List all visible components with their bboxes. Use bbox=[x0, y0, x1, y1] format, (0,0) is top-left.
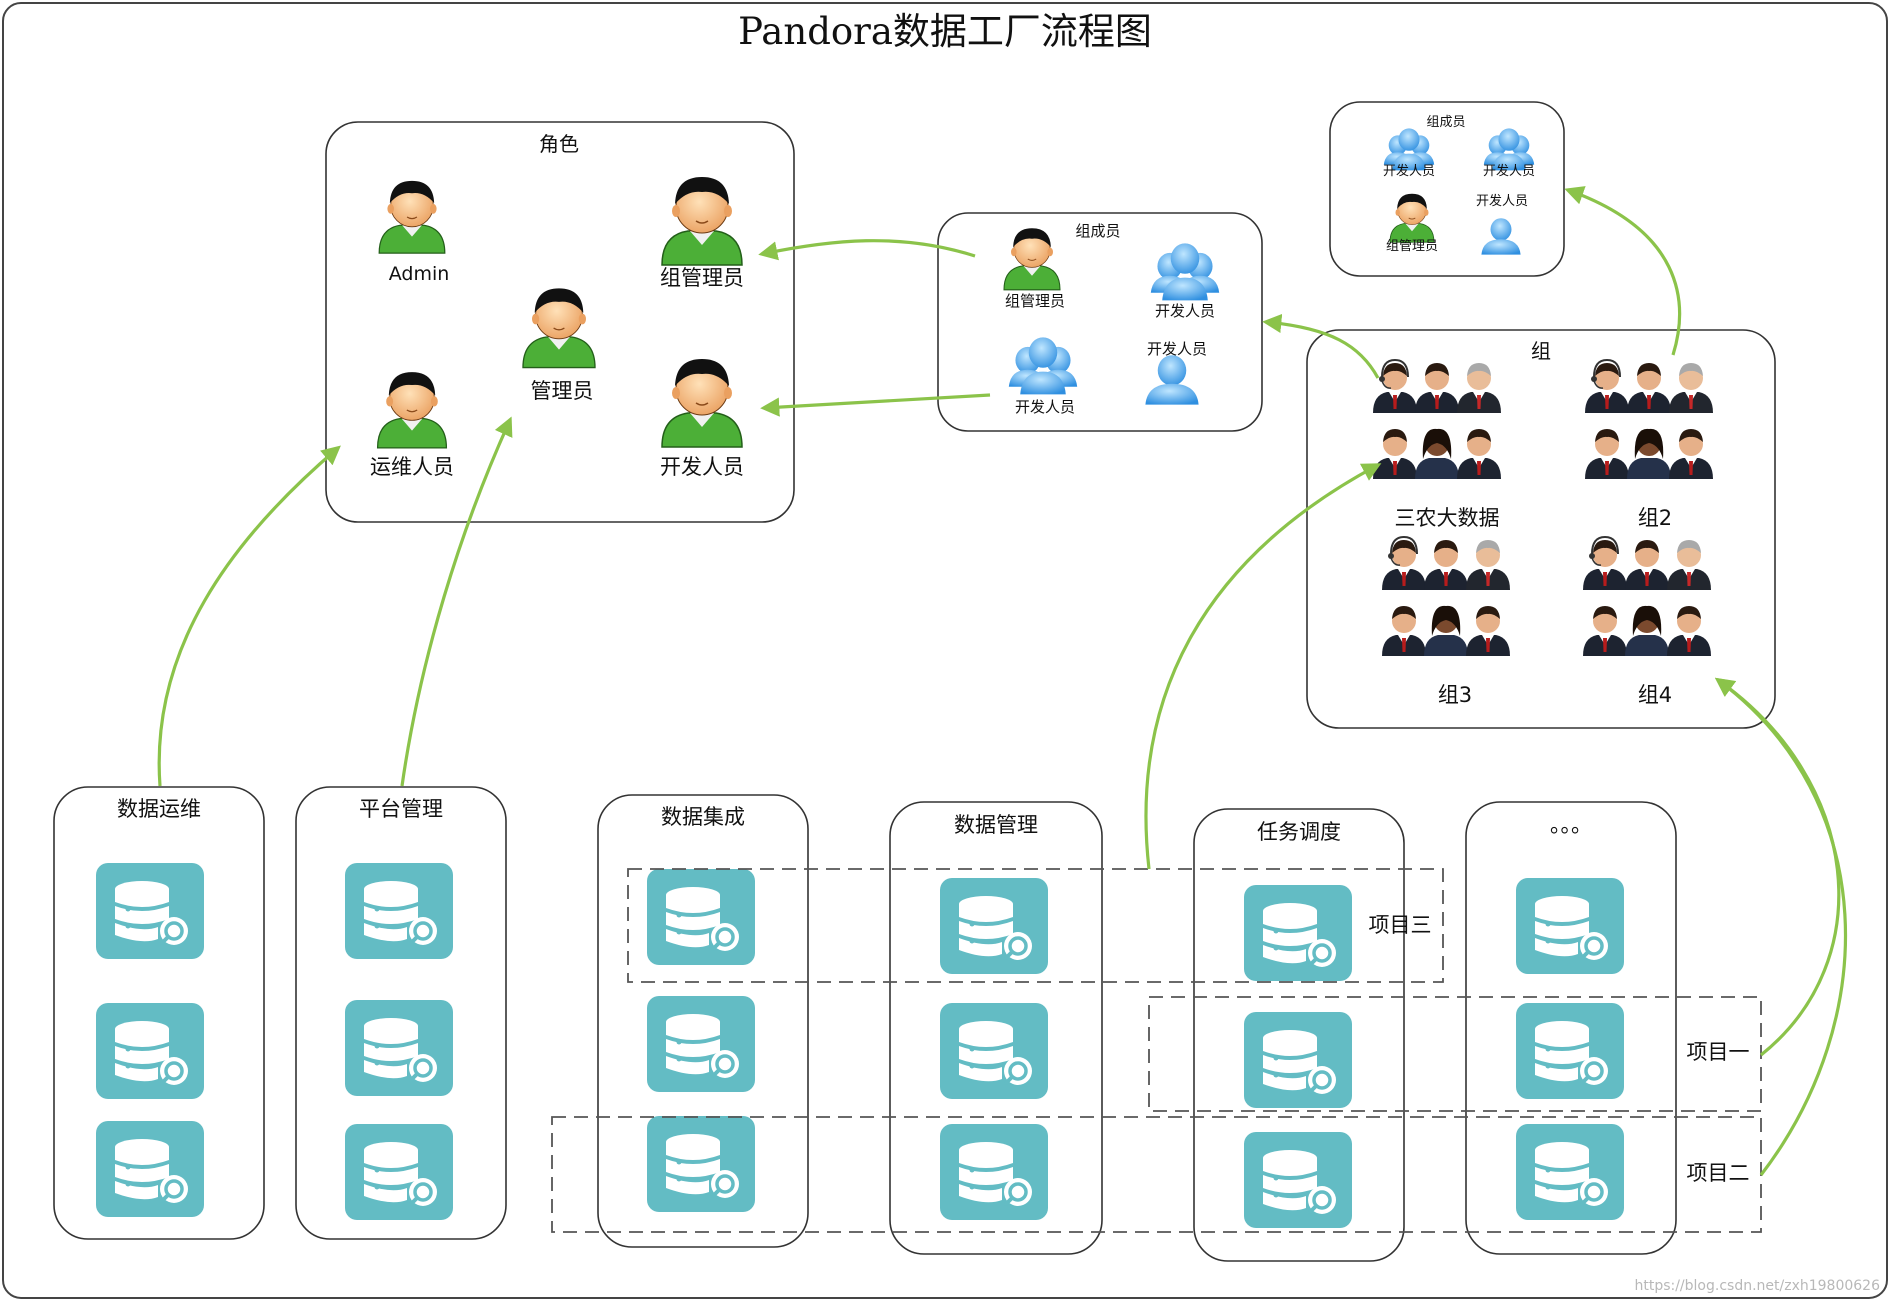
role-manager: 管理员 bbox=[522, 287, 596, 403]
database-icon bbox=[343, 998, 455, 1098]
database-icon bbox=[645, 1114, 757, 1214]
member-developer-c-label: 开发人员 bbox=[1147, 340, 1207, 358]
group-2-label: 组2 bbox=[1638, 506, 1672, 530]
module-ops: 数据运维 bbox=[53, 786, 265, 1240]
role-developer: 开发人员 bbox=[660, 358, 744, 479]
role-panel-title: 角色 bbox=[539, 132, 579, 156]
members-panel: 组成员 组管理员 开发人员 开发人员 开发人员 bbox=[937, 212, 1263, 432]
member-group-manager-label: 组管理员 bbox=[1005, 292, 1065, 310]
role-admin-label: Admin bbox=[389, 263, 450, 285]
project-2-label: 项目二 bbox=[1687, 1161, 1750, 1185]
database-icon bbox=[938, 1001, 1050, 1101]
database-icon bbox=[343, 861, 455, 961]
database-icon bbox=[94, 861, 206, 961]
mini-group-manager-label: 组管理员 bbox=[1386, 239, 1438, 254]
group-3-label: 组3 bbox=[1438, 683, 1472, 707]
connectors bbox=[157, 186, 1847, 1176]
mini-developer-c-label: 开发人员 bbox=[1476, 193, 1528, 209]
role-admin: Admin bbox=[378, 180, 450, 285]
database-icon bbox=[94, 1001, 206, 1101]
group-4-label: 组4 bbox=[1638, 683, 1672, 707]
database-icon bbox=[938, 1122, 1050, 1222]
database-icon bbox=[645, 867, 757, 967]
database-icon bbox=[938, 876, 1050, 976]
arrow-member-developer-to-role bbox=[760, 393, 991, 417]
group-panel: 组 三农大数据 组2 组3 组4 bbox=[1306, 329, 1776, 729]
arrow-project3-to-group1 bbox=[1144, 463, 1382, 870]
member-developer-a-label: 开发人员 bbox=[1155, 302, 1215, 320]
member-developer-b-label: 开发人员 bbox=[1015, 398, 1075, 416]
module-integration-title: 数据集成 bbox=[661, 805, 745, 829]
role-group-manager: 组管理员 bbox=[660, 176, 744, 290]
database-icon bbox=[1242, 1010, 1354, 1110]
module-platform: 平台管理 bbox=[295, 786, 507, 1240]
role-panel: 角色 Admin 组管理员 管理员 运维人员 开发人员 bbox=[325, 121, 795, 523]
database-icon bbox=[1514, 876, 1626, 976]
database-icon bbox=[1514, 1122, 1626, 1222]
database-icon bbox=[1242, 883, 1354, 983]
arrow-project2-to-group4 bbox=[1714, 677, 1847, 1176]
role-manager-label: 管理员 bbox=[531, 379, 594, 403]
project-1-label: 项目一 bbox=[1687, 1040, 1750, 1064]
group-1-label: 三农大数据 bbox=[1395, 506, 1500, 530]
module-platform-title: 平台管理 bbox=[359, 797, 443, 821]
role-developer-label: 开发人员 bbox=[660, 455, 744, 479]
database-icon bbox=[1242, 1130, 1354, 1230]
watermark: https://blog.csdn.net/zxh19800626 bbox=[1634, 1278, 1880, 1294]
module-scheduling: 任务调度 bbox=[1193, 808, 1405, 1262]
role-ops-label: 运维人员 bbox=[370, 455, 454, 479]
mini-members-panel: 组成员 开发人员 开发人员 开发人员 组管理员 bbox=[1329, 101, 1565, 277]
mini-developer-b-label: 开发人员 bbox=[1483, 163, 1535, 179]
role-ops: 运维人员 bbox=[370, 371, 454, 479]
module-more: 。。。 bbox=[1465, 801, 1677, 1255]
database-icon bbox=[1514, 1001, 1626, 1101]
database-icon bbox=[645, 994, 757, 1094]
module-management-title: 数据管理 bbox=[954, 813, 1038, 837]
arrow-group2-to-mini-members bbox=[1564, 186, 1682, 356]
arrow-platform-to-manager bbox=[400, 416, 513, 787]
mini-members-panel-title: 组成员 bbox=[1426, 115, 1465, 130]
arrow-ops-to-ops-role bbox=[157, 445, 341, 787]
database-icon bbox=[94, 1119, 206, 1219]
project-3: 项目三 bbox=[627, 868, 1444, 983]
module-ops-title: 数据运维 bbox=[117, 797, 201, 821]
members-panel-title: 组成员 bbox=[1075, 222, 1120, 240]
diagram-title: Pandora数据工厂流程图 bbox=[738, 10, 1152, 53]
module-more-title: 。。。 bbox=[1550, 813, 1592, 837]
module-integration: 数据集成 bbox=[597, 794, 809, 1248]
mini-developer-a-label: 开发人员 bbox=[1383, 163, 1435, 179]
module-scheduling-title: 任务调度 bbox=[1257, 820, 1341, 844]
project-3-label: 项目三 bbox=[1369, 913, 1432, 937]
group-panel-title: 组 bbox=[1531, 339, 1551, 363]
module-management: 数据管理 bbox=[889, 801, 1103, 1255]
arrow-member-manager-to-role bbox=[758, 239, 976, 261]
arrow-group-to-members bbox=[1262, 313, 1380, 379]
role-group-manager-label: 组管理员 bbox=[660, 266, 744, 290]
database-icon bbox=[343, 1122, 455, 1222]
